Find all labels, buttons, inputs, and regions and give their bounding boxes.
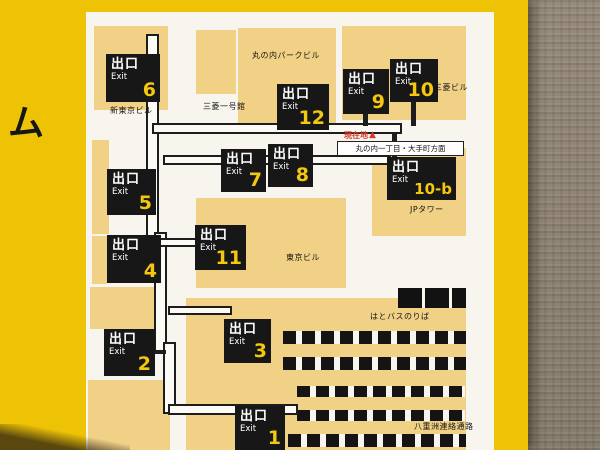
corridor-branch-exit3: [168, 306, 232, 315]
exit-number: 10-b: [414, 179, 452, 198]
road-band-1: [398, 288, 466, 308]
exit-label-jp: 出口: [282, 87, 311, 102]
exit-label-en: Exit: [395, 76, 412, 87]
exit-number: 12: [298, 107, 325, 130]
exit-box-7: 出口 Exit 7: [221, 149, 266, 192]
exit-number: 7: [248, 169, 262, 192]
building-block-mitsubishi-ichigokan: [196, 30, 236, 94]
label-shin-tokyo-bldg: 新東京ビル: [110, 106, 153, 115]
exit-label-jp: 出口: [112, 238, 141, 253]
wall-background: [520, 0, 600, 450]
exit-box-12: 出口 Exit 12: [277, 84, 329, 130]
corner-shadow: [0, 424, 130, 450]
road-band-5: [297, 410, 465, 421]
building-strip-left-1: [92, 140, 109, 234]
exit-box-4: 出口 Exit 4: [107, 235, 161, 283]
exit-number: 1: [267, 427, 281, 450]
exit-label-en: Exit: [200, 242, 217, 253]
exit-number: 3: [253, 340, 267, 363]
exit-label-jp: 出口: [226, 152, 255, 167]
exit-label-jp: 出口: [229, 322, 258, 337]
exit-label-en: Exit: [226, 166, 243, 177]
exit-label-en: Exit: [112, 186, 129, 197]
exit-label-en: Exit: [229, 336, 246, 347]
label-hato-bus: はとバスのりば: [370, 312, 430, 321]
corridor-stub-exit2: [152, 350, 166, 354]
exit-number: 11: [215, 247, 242, 270]
exit-label-jp: 出口: [392, 160, 421, 175]
exit-label-jp: 出口: [200, 228, 229, 243]
exit-label-jp: 出口: [111, 57, 140, 72]
location-triangle-icon: ▲: [369, 130, 376, 140]
exit-box-1: 出口 Exit 1: [235, 406, 285, 450]
exit-box-11: 出口 Exit 11: [195, 225, 246, 270]
exit-number: 5: [138, 192, 152, 215]
label-mitsubishi-ichigokan: 三菱一号館: [203, 102, 246, 111]
current-location-label: 現在地: [344, 131, 368, 140]
exit-label-en: Exit: [282, 101, 299, 112]
road-band-6: [288, 434, 466, 447]
exit-label-en: Exit: [273, 161, 290, 172]
label-tokyo-bldg: 東京ビル: [286, 253, 320, 262]
exit-box-2: 出口 Exit 2: [104, 329, 155, 376]
exit-number: 10: [407, 79, 434, 102]
building-block-left-mid: [90, 287, 162, 329]
exit-label-jp: 出口: [273, 147, 302, 162]
exit-box-3: 出口 Exit 3: [224, 319, 271, 363]
exit-number: 2: [137, 353, 151, 376]
corridor-stub-exit9: [363, 113, 368, 126]
exit-label-en: Exit: [348, 86, 365, 97]
exit-label-jp: 出口: [395, 62, 424, 77]
corridor-stub-exit10: [411, 100, 416, 126]
exit-box-10: 出口 Exit 10: [390, 59, 438, 102]
label-yaesu-passage: 八重洲連絡通路: [414, 422, 474, 431]
exit-box-10b: 出口 Exit 10-b: [387, 157, 456, 200]
exit-box-5: 出口 Exit 5: [107, 169, 156, 215]
exit-number: 6: [142, 79, 156, 102]
exit-label-jp: 出口: [109, 332, 138, 347]
road-band-3: [283, 357, 466, 370]
direction-sign: 丸の内一丁目・大手町方面: [337, 141, 464, 156]
exit-number: 8: [295, 164, 309, 187]
exit-number: 9: [371, 91, 385, 114]
exit-box-6: 出口 Exit 6: [106, 54, 160, 102]
exit-label-jp: 出口: [240, 409, 269, 424]
sign-partial-text: ム: [8, 103, 45, 144]
label-jp-tower: JPタワー: [410, 205, 444, 214]
exit-box-8: 出口 Exit 8: [268, 144, 313, 187]
exit-label-en: Exit: [112, 252, 129, 263]
exit-label-en: Exit: [240, 423, 257, 434]
exit-label-jp: 出口: [348, 72, 377, 87]
current-location-marker: 現在地▲: [344, 130, 376, 141]
exit-label-en: Exit: [111, 71, 128, 82]
exit-label-en: Exit: [109, 346, 126, 357]
corridor-bottom-horizontal: [168, 404, 298, 415]
exit-label-en: Exit: [392, 174, 409, 185]
exit-label-jp: 出口: [112, 172, 141, 187]
label-marunouchi-park: 丸の内パークビル: [252, 51, 320, 60]
exit-number: 4: [143, 260, 157, 283]
road-band-4: [297, 386, 465, 397]
road-band-2: [283, 331, 466, 344]
building-strip-left-2: [92, 236, 107, 284]
label-mitsubishi-bldg: 三菱ビル: [434, 83, 468, 92]
exit-box-9: 出口 Exit 9: [343, 69, 389, 114]
